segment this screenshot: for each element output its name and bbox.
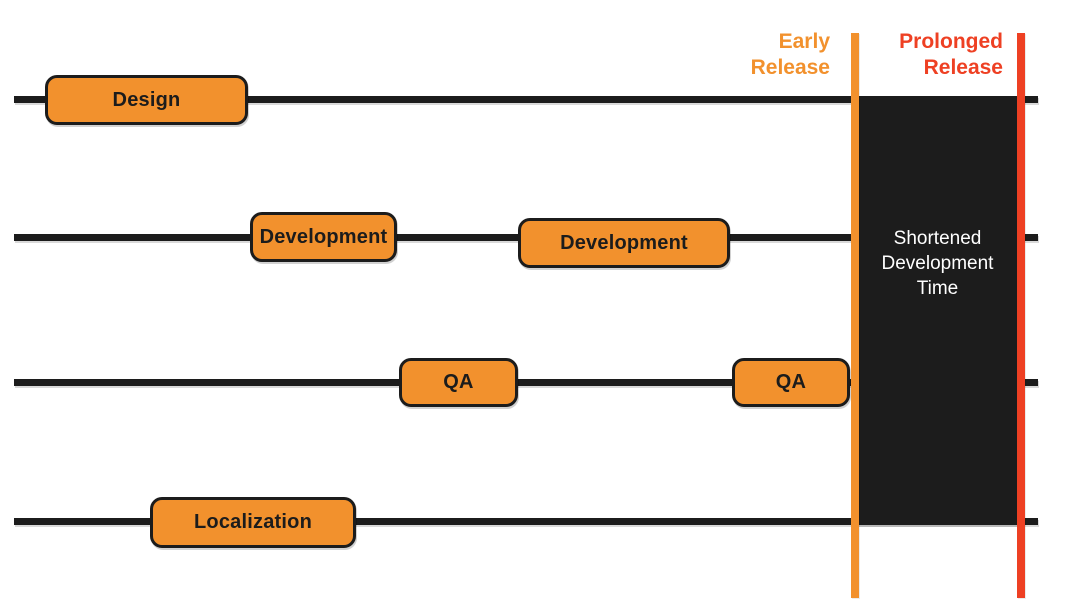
lane-line-qa [14, 379, 1038, 386]
phase-box-development-1: Development [250, 212, 397, 262]
phase-box-qa-1: QA [399, 358, 518, 407]
lane-line-design [14, 96, 1038, 103]
shortened-development-time-label: Shortened Development Time [881, 228, 994, 299]
shortened-development-time-region: Shortened Development Time [858, 97, 1017, 525]
early-release-label: Early Release [750, 30, 830, 79]
lane-line-localization [14, 518, 1038, 525]
early-release-marker-line [851, 33, 859, 598]
prolonged-release-marker-line [1017, 33, 1025, 598]
phase-box-qa-2: QA [732, 358, 850, 407]
phase-box-development-2: Development [518, 218, 730, 268]
phase-box-design: Design [45, 75, 248, 125]
phase-label-qa-2: QA [775, 371, 807, 393]
phase-box-localization: Localization [150, 497, 356, 548]
prolonged-release-label: Prolonged Release [899, 30, 1003, 79]
phase-label-development-1: Development [259, 225, 388, 248]
phase-label-development-2: Development [560, 231, 688, 254]
phase-label-localization: Localization [194, 511, 312, 533]
phase-label-qa-1: QA [443, 371, 474, 393]
phase-label-design: Design [112, 88, 181, 111]
